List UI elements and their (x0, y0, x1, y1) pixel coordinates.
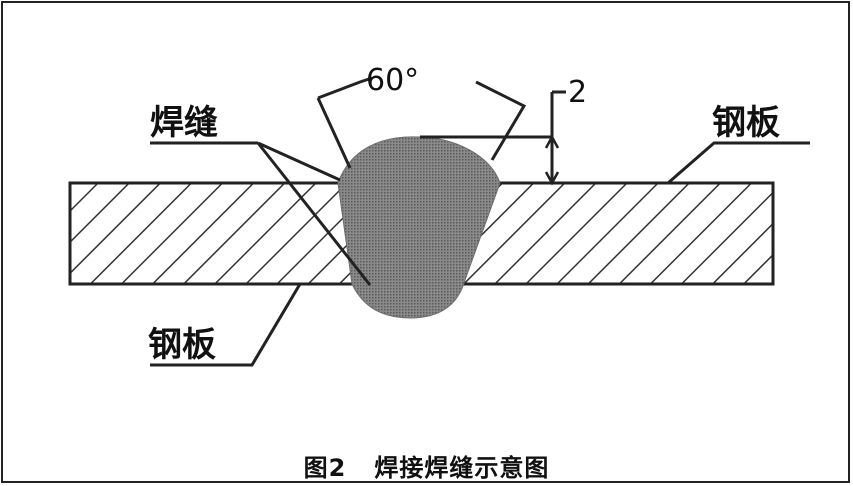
angle-line-right (475, 80, 527, 161)
weld-leader-lower (256, 142, 372, 286)
figure-title: 焊接焊缝示意图 (374, 454, 550, 482)
gap-arrow-down (544, 171, 560, 186)
weld-label: 焊缝 (150, 103, 218, 143)
figure-caption: 图2 焊接焊缝示意图 (0, 448, 853, 483)
plate-bottom-left-label: 钢板 (148, 325, 216, 365)
weld-leader-upper (257, 141, 341, 182)
gap-arrow-up (544, 134, 560, 149)
weld-bead (337, 136, 501, 319)
angle-line-left (316, 97, 352, 169)
plate-right-leader (667, 141, 810, 185)
angle-arc-left (317, 76, 373, 100)
figure-number: 图2 (303, 454, 347, 482)
plate-right-label: 钢板 (712, 103, 780, 143)
angle-label: 60° (366, 63, 419, 98)
gap-label: 2 (568, 75, 587, 110)
plate-bottom-left-leader (150, 283, 302, 367)
